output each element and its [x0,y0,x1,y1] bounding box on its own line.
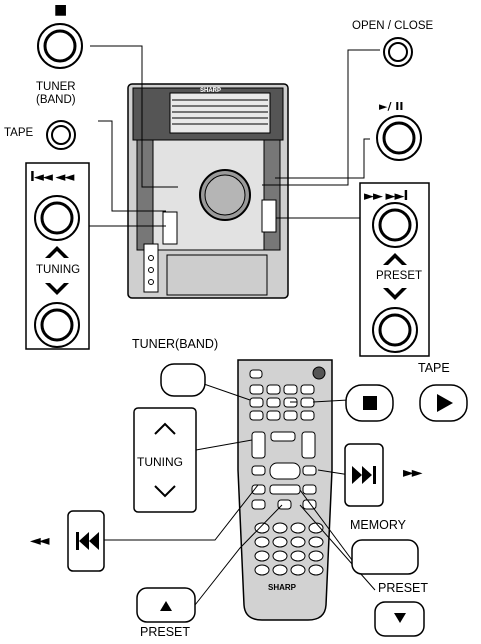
unit-left-tuning-box [25,162,90,350]
remote-preset-up-label: PRESET [140,625,191,639]
remote-memory-button-callout [351,539,419,575]
unit-open-close-button [383,37,413,67]
unit-right-button-cluster [261,199,277,233]
stop-icon [363,396,377,410]
play-icon [437,394,453,412]
remote-fast-forward-symbol: ►► [403,465,422,481]
play-pause-label: ►/ II [379,100,404,113]
unit-tape-button [46,120,76,150]
remote-skip-forward-callout [344,443,384,507]
unit-tuning-label: TUNING [36,264,81,276]
remote-control [237,359,333,621]
preset-down-arrow-icon [383,288,407,300]
tape-door [166,254,268,296]
remote-rewind-symbol: ◄◄ [30,533,49,549]
up-arrow-icon [160,601,172,611]
main-unit [127,83,289,299]
tuner-band-label: TUNER (BAND) [36,81,76,106]
fast-forward-skip-label: ►► ►►I [364,189,408,204]
unit-play-pause-button [376,115,422,161]
unit-brand-logo: SHARP [200,88,222,94]
remote-tape-label: TAPE [418,361,450,375]
remote-brand-logo: SHARP [268,583,297,592]
remote-memory-label: MEMORY [350,518,407,532]
remote-preset-up-callout [136,587,196,623]
down-arrow-icon [394,613,406,623]
remote-preset-down-callout [374,601,425,637]
unit-left-button-cluster [162,211,178,245]
rewind-skip-label: I◄◄ ◄◄ [30,170,74,185]
preset-up-arrow-icon [383,253,407,265]
unit-leader-lines [86,45,380,227]
remote-tuner-band-label: TUNER(BAND) [132,337,219,351]
open-close-label: OPEN / CLOSE [352,20,434,32]
remote-tuner-band-button-callout [160,363,206,397]
stop-symbol-label: ■ [54,2,68,18]
tuning-down-arrow-icon [45,283,69,295]
tape-label: TAPE [4,127,34,139]
remote-tape-play-button-callout [419,384,468,422]
unit-stop-button [37,23,83,69]
remote-skip-back-callout [67,510,105,572]
unit-right-preset-box [359,182,430,357]
tuning-up-arrow-icon [45,246,69,258]
remote-leader-lines [104,374,376,606]
remote-tuning-callout [133,407,197,513]
remote-tuning-label: TUNING [137,455,183,469]
unit-preset-label: PRESET [376,270,423,282]
display-slot [169,92,271,134]
remote-stop-button-callout [345,384,394,422]
remote-preset-down-label: PRESET [378,581,429,595]
